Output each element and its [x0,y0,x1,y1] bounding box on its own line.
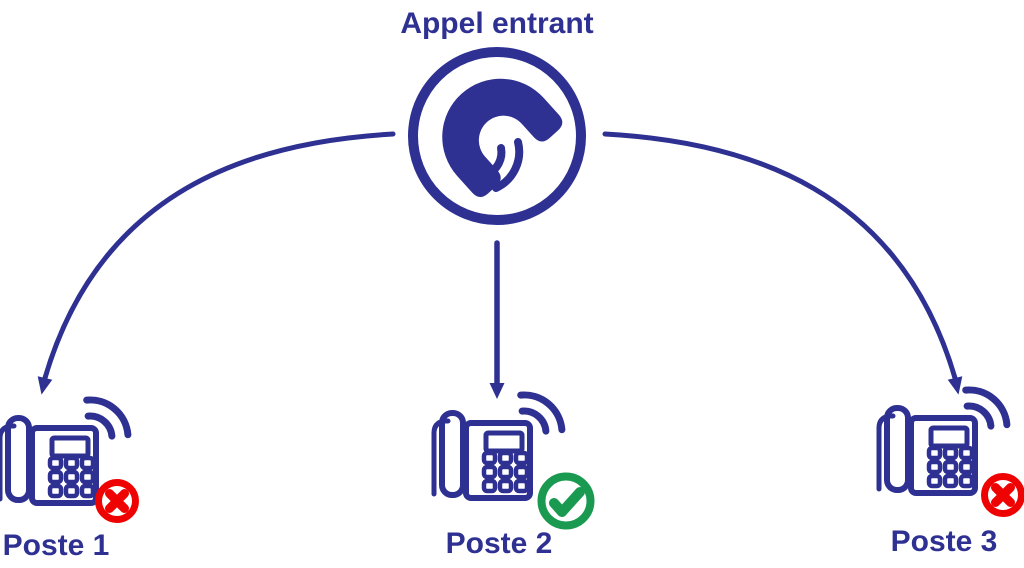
call-waves-icon [484,138,524,192]
connector-arrow-poste2 [489,240,505,399]
check-icon [537,472,595,530]
desk-phone-icon-poste3 [879,390,1007,493]
extension-label-poste3: Poste 3 [890,525,998,558]
desk-phone-icon-poste2 [434,395,562,498]
cross-icon [95,479,139,523]
extension-label-poste2: Poste 2 [445,527,553,560]
connector-arrow-poste3 [602,131,963,395]
connector-arrow-poste1 [37,131,396,395]
cross-icon [981,473,1024,517]
incoming-call-icon [408,47,586,225]
diagram-title: Appel entrant [400,7,594,40]
extension-label-poste1: Poste 1 [2,529,110,562]
